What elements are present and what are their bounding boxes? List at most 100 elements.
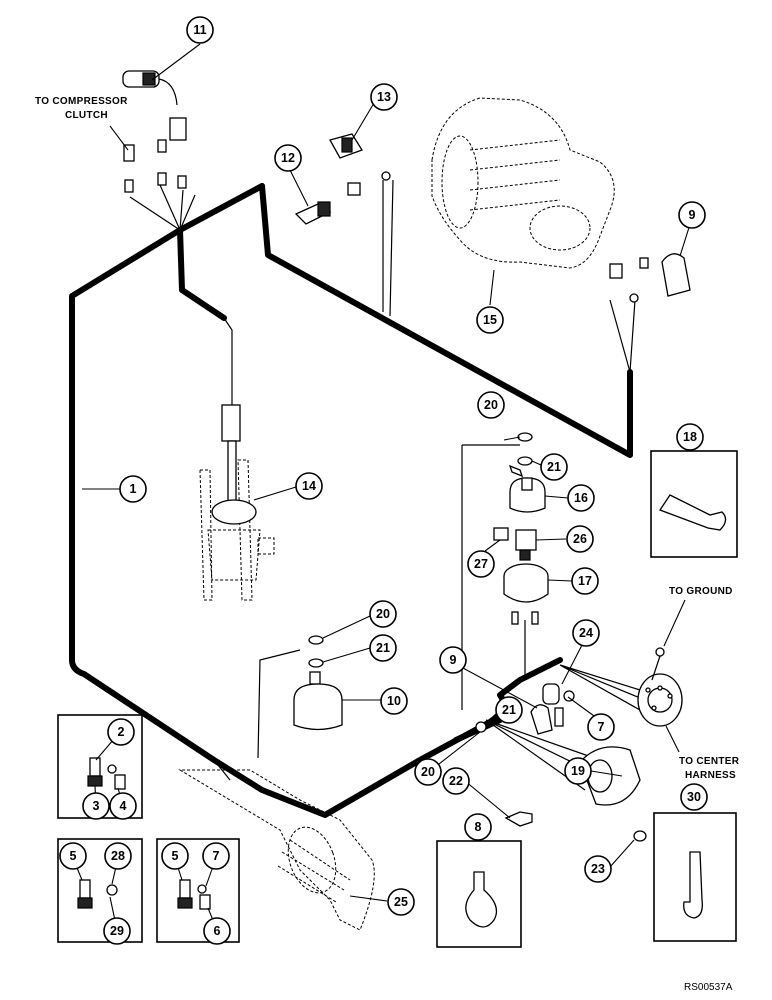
center-connector [637,673,683,727]
sender-10 [293,635,343,731]
callout-25: 25 [387,888,415,916]
callout-15: 15 [476,306,504,334]
svg-text:18: 18 [683,430,697,444]
svg-text:22: 22 [449,774,463,788]
svg-text:30: 30 [687,790,701,804]
figure-code: RS00537A [684,982,733,993]
svg-text:14: 14 [302,479,316,493]
svg-text:21: 21 [376,641,390,655]
svg-text:5: 5 [70,849,77,863]
svg-text:20: 20 [376,607,390,621]
oil-pressure-sender-16 [508,432,546,513]
svg-text:9: 9 [689,208,696,222]
callout-20-top: 20 [477,391,505,419]
svg-text:15: 15 [483,313,497,327]
svg-text:29: 29 [110,924,124,938]
to-center-label-line1: TO CENTER [679,756,740,767]
callout-7-low: 7 [202,842,230,870]
svg-text:23: 23 [591,862,605,876]
callout-29: 29 [103,917,131,945]
callout-7-mid: 7 [587,713,615,741]
svg-text:21: 21 [502,703,516,717]
callout-2: 2 [107,718,135,746]
svg-text:3: 3 [93,799,100,813]
temperature-switch-13 [329,133,363,159]
callout-5-left: 5 [59,842,87,870]
callout-18: 18 [676,423,704,451]
svg-text:27: 27 [474,557,488,571]
svg-text:13: 13 [377,90,391,104]
callout-9-mid: 9 [439,646,467,674]
callout-11: 11 [186,16,214,44]
to-compressor-label-line1: TO COMPRESSOR [35,96,128,107]
connector-cap-9 [609,253,691,303]
callout-22: 22 [442,767,470,795]
alternator-15 [431,97,615,269]
svg-text:16: 16 [574,491,588,505]
callout-6: 6 [203,917,231,945]
callout-8: 8 [464,813,492,841]
callout-23: 23 [584,855,612,883]
svg-text:11: 11 [193,23,206,37]
callout-21-mid: 21 [369,634,397,662]
svg-text:6: 6 [214,924,221,938]
callout-21-top: 21 [540,453,568,481]
fuse-holder-19 [579,746,641,806]
callout-24: 24 [572,619,600,647]
terminals-21-20 [475,704,564,735]
callout-13: 13 [370,83,398,111]
svg-text:24: 24 [579,626,593,640]
callout-20-low: 20 [414,758,442,786]
callout-19: 19 [564,757,592,785]
to-center-label-line2: HARNESS [685,770,736,781]
callout-3: 3 [82,792,110,820]
callout-14: 14 [295,472,323,500]
svg-text:12: 12 [281,151,295,165]
callout-20-mid: 20 [369,600,397,628]
connector-24 [542,683,575,705]
svg-text:17: 17 [578,574,592,588]
svg-text:9: 9 [450,653,457,667]
inset-8 [436,840,522,948]
nut-23 [633,830,647,842]
pressure-switch-11 [122,70,187,193]
callout-26: 26 [566,525,594,553]
fitting-27 [493,527,509,541]
sender-17 [503,563,549,625]
callout-21-low: 21 [495,696,523,724]
svg-text:7: 7 [213,849,220,863]
svg-text:10: 10 [387,694,401,708]
svg-text:20: 20 [421,765,435,779]
callout-10: 10 [380,687,408,715]
callout-9-top: 9 [678,201,706,229]
svg-text:2: 2 [118,725,125,739]
svg-text:28: 28 [111,849,125,863]
callout-30: 30 [680,783,708,811]
svg-text:20: 20 [484,398,498,412]
svg-text:8: 8 [475,820,482,834]
adapter-26 [515,529,537,561]
starter-25 [178,759,375,931]
inset-18 [650,450,738,558]
svg-text:19: 19 [571,764,585,778]
callout-27: 27 [467,550,495,578]
callout-12: 12 [274,144,302,172]
bolt-22 [504,811,533,827]
svg-text:1: 1 [130,482,137,496]
svg-text:21: 21 [547,460,561,474]
harness-branch-alternator [259,183,633,458]
callout-16: 16 [567,484,595,512]
to-ground-label: TO GROUND [669,586,733,597]
svg-text:5: 5 [172,849,179,863]
svg-text:4: 4 [120,799,127,813]
svg-text:7: 7 [598,720,605,734]
to-compressor-label-line2: CLUTCH [65,110,108,121]
svg-text:25: 25 [394,895,408,909]
callout-4: 4 [109,792,137,820]
sensor-14 [199,404,275,601]
callout-28: 28 [104,842,132,870]
ground-terminal [651,647,665,681]
inset-30 [653,812,737,942]
svg-text:26: 26 [573,532,587,546]
